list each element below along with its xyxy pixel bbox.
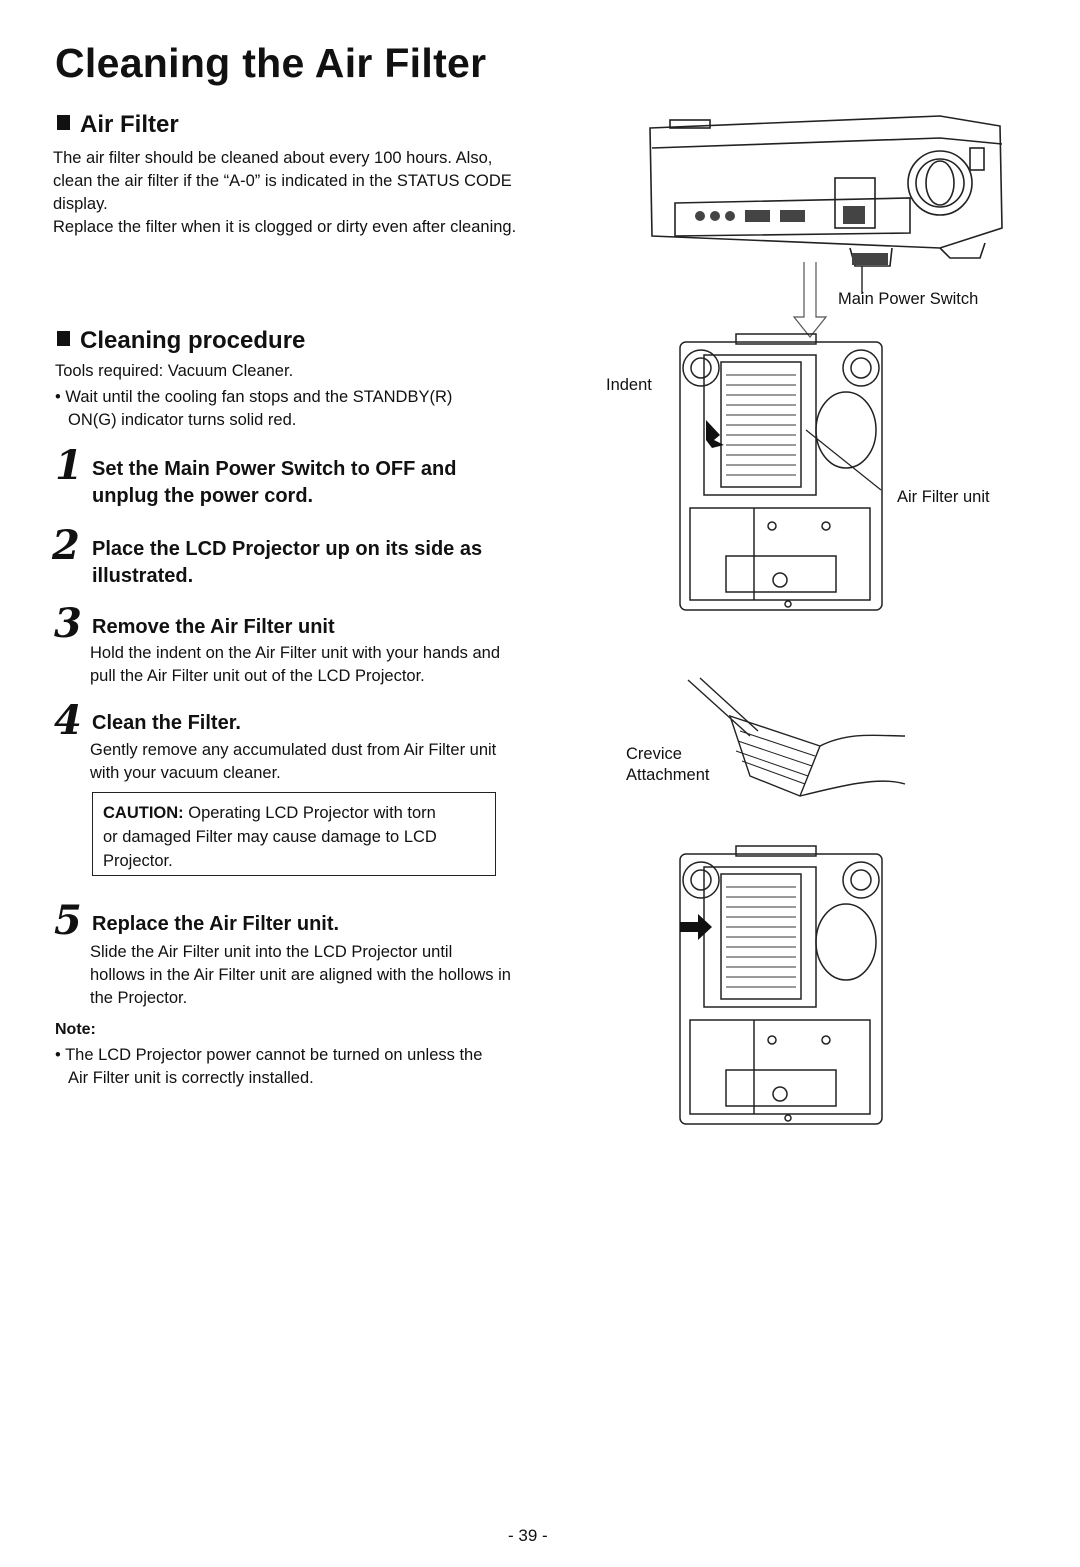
step-4-heading: Clean the Filter. [92,712,241,734]
page-number: - 39 - [508,1526,548,1545]
step-3-body: Hold the indent on the Air Filter unit w… [90,644,500,685]
tools-required: Tools required: Vacuum Cleaner. [55,362,294,380]
standby-bullet: • Wait until the cooling fan stops and t… [55,388,453,429]
page-title: Cleaning the Air Filter [55,40,487,86]
caution-label: CAUTION: [103,804,184,822]
projector-rear-illustration [649,115,1003,294]
note-body: • The LCD Projector power cannot be turn… [55,1046,483,1087]
down-arrow-icon [792,262,828,338]
step-5-number: 5 [54,897,82,944]
step-3-number: 3 [54,600,82,647]
air-filter-paragraph: The air filter should be cleaned about e… [53,149,517,236]
step-3-heading: Remove the Air Filter unit [92,616,335,638]
main-power-switch-label: Main Power Switch [838,290,979,308]
air-filter-heading: Air Filter [57,111,179,139]
step-5-body: Slide the Air Filter unit into the LCD P… [90,943,511,1007]
air-filter-unit-label: Air Filter unit [897,488,990,506]
step-4-number: 4 [54,697,82,744]
step-4-body: Gently remove any accumulated dust from … [90,741,497,782]
note-label: Note: [55,1021,96,1038]
vacuum-cleaning-illustration [687,677,906,797]
bullet-square-icon [57,331,70,346]
step-2-heading: Place the LCD Projector up on its side a… [92,538,483,587]
projector-side-filter-illustration [679,333,883,611]
bullet-square-icon [57,115,70,130]
crevice-attachment-label: Crevice Attachment [626,745,710,784]
step-5-heading: Replace the Air Filter unit. [92,913,340,935]
step-2-number: 2 [52,522,80,569]
caution-box: CAUTION: Operating LCD Projector with to… [92,792,496,876]
step-1-heading: Set the Main Power Switch to OFF and unp… [92,458,457,507]
cleaning-procedure-heading: Cleaning procedure [57,327,305,355]
projector-filter-replaced-illustration [679,845,883,1125]
indent-label: Indent [606,376,652,394]
step-1-number: 1 [55,442,83,489]
